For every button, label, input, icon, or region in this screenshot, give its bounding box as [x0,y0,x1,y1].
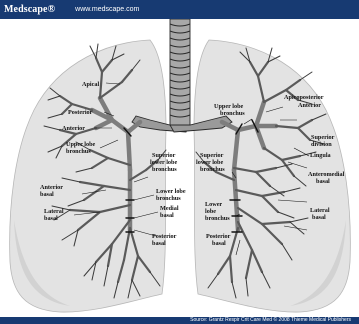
label-r-upper-lobe-bronchus-line2: bronchus [220,110,245,117]
label-r-upper-lobe-bronchus-line1: Upper lobe [214,103,244,110]
label-lower-lobe-bronchus-line2: bronchus [156,195,181,202]
label-apical: Apical [82,81,99,88]
label-posterior: Posterior [68,109,93,116]
label-r-lower-lobe-bronchus-line2: lobe [205,208,216,215]
label-anterior: Anterior [62,125,85,132]
label-anterior-basal-line1: Anterior [40,184,63,191]
label-upper-lobe-bronchus-line1: Upper lobe [66,141,96,148]
label-r-lateral-basal-line2: basal [312,214,326,221]
label-r-superior-lower-lobe-line3: bronchus [200,166,225,173]
label-apicoposterior: Apicoposterior [284,94,324,101]
bronchial-tree-diagram: Apical Posterior Anterior Upper lobe bro… [0,19,359,317]
source-credit: Source: Grantz Respir Crit Care Med © 20… [190,317,351,324]
label-superior-lower-lobe-bronchus-line3: bronchus [152,166,177,173]
label-anterior-basal-line2: basal [40,191,54,198]
label-r-lower-lobe-bronchus-line1: Lower [205,201,222,208]
label-upper-lobe-bronchus-line2: bronchus [66,148,91,155]
label-r-posterior-basal-line2: basal [212,240,226,247]
label-medial-basal-line1: Medial [160,205,179,212]
label-r-lower-lobe-bronchus-line3: bronchus [205,215,230,222]
label-anteromedial-basal-line2: basal [316,178,330,185]
label-lateral-basal-line2: basal [44,215,58,222]
label-superior-division-line2: division [311,141,332,148]
medscape-logo: Medscape® [4,4,55,15]
label-r-lateral-basal-line1: Lateral [310,207,330,214]
footer-bar: Source: Grantz Respir Crit Care Med © 20… [0,317,359,324]
label-superior-division-line1: Superior [311,134,335,141]
site-url: www.medscape.com [75,6,139,13]
label-r-posterior-basal-line1: Posterior [206,233,231,240]
label-posterior-basal-line2: basal [152,240,166,247]
label-lingula: Lingula [310,152,331,159]
label-r-anterior: Anterior [298,102,321,109]
label-lower-lobe-bronchus-line1: Lower lobe [156,188,186,195]
label-r-superior-lower-lobe-line1: Superior [200,152,224,159]
trachea [170,19,190,129]
header-bar: Medscape® www.medscape.com [0,0,359,19]
label-anteromedial-basal-line1: Anteromedial [308,171,345,178]
label-superior-lower-lobe-bronchus-line2: lower lobe [150,159,177,166]
label-lateral-basal-line1: Lateral [44,208,64,215]
label-medial-basal-line2: basal [160,212,174,219]
label-superior-lower-lobe-bronchus-line1: Superior [152,152,176,159]
label-posterior-basal-line1: Posterior [152,233,177,240]
label-r-superior-lower-lobe-line2: lower lobe [196,159,223,166]
